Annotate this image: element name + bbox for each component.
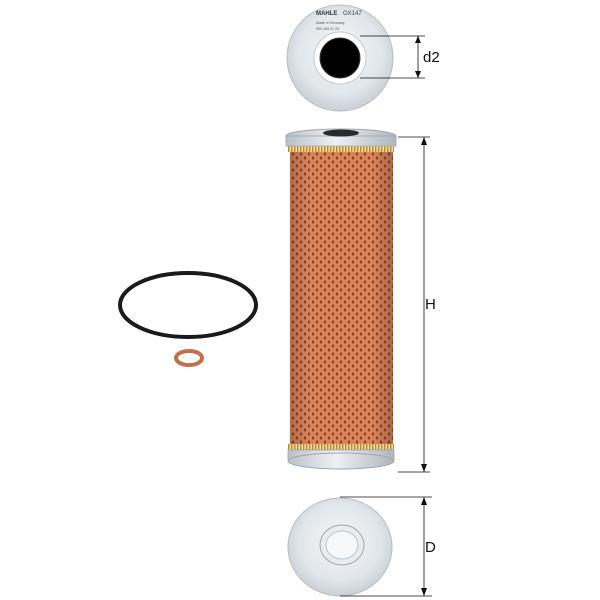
d-arrow-top: [421, 497, 427, 505]
d2-dimension: d2: [360, 35, 440, 79]
bottom-view: D: [287, 496, 436, 597]
top-cap-band: [285, 135, 397, 147]
d2-arrow-top: [415, 36, 421, 43]
bottom-cap-rim: [287, 452, 395, 470]
bottom-center-boss: [325, 530, 359, 560]
d-arrow-bottom: [421, 588, 427, 596]
fine-print-1: Made in Germany: [316, 21, 345, 25]
model-number: OX147: [343, 11, 362, 17]
d2-arrow-bottom: [415, 71, 421, 78]
top-view: MAHLE OX147 Made in Germany 000 184 01 2…: [286, 4, 440, 112]
h-label: H: [425, 296, 436, 313]
pleat-edge-bottom: [288, 444, 394, 450]
copper-sealing-washer: [174, 349, 204, 367]
o-ring-seal: [118, 271, 258, 339]
body-shading: [290, 152, 393, 444]
fine-print-2: 000 184 01 25: [316, 27, 339, 31]
top-center-bore: [319, 37, 361, 79]
brand-logo: MAHLE: [316, 11, 337, 17]
h-arrow-bottom: [421, 464, 427, 472]
accessories: [118, 271, 258, 367]
d-label: D: [425, 539, 436, 556]
d2-label: d2: [423, 49, 440, 66]
d-dimension: D: [340, 496, 436, 597]
h-dimension: H: [398, 136, 436, 473]
top-cap-opening: [323, 129, 359, 137]
pleat-edge-top: [288, 146, 394, 152]
h-arrow-top: [421, 137, 427, 145]
filter-element-side-view: H: [285, 128, 436, 473]
